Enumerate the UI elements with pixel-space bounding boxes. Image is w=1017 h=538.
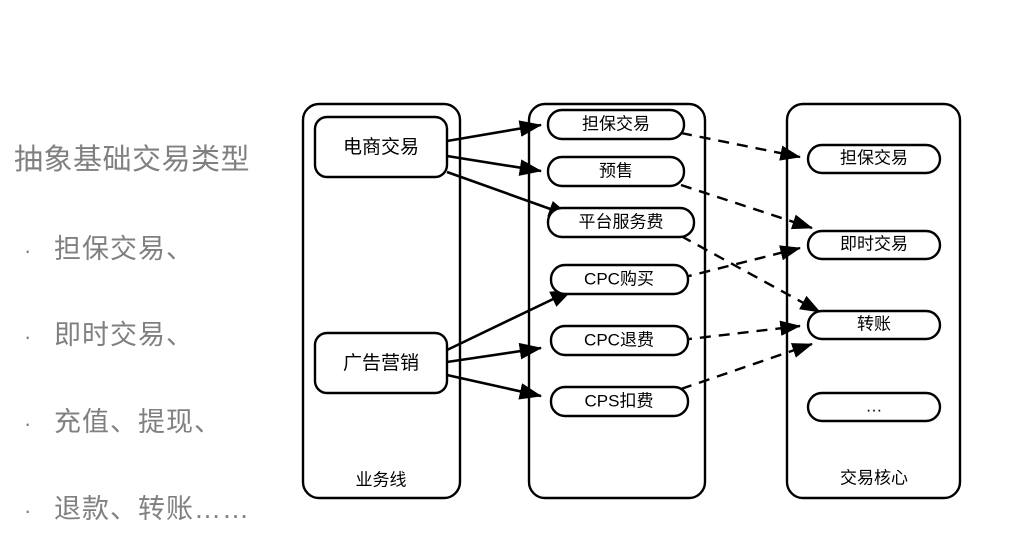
node-r-guarantee-label: 担保交易 bbox=[840, 148, 908, 167]
bullet-icon: · bbox=[24, 238, 32, 263]
node-ad-marketing[interactable]: 广告营销 bbox=[313, 331, 449, 395]
node-m-platform-fee[interactable]: 平台服务费 bbox=[546, 206, 696, 239]
edge-mid-presale-to-core-instant bbox=[680, 183, 813, 230]
left-text-panel: 抽象基础交易类型 · 担保交易、 · 即时交易、 · 充值、提现、 · 退款、转… bbox=[0, 0, 300, 538]
node-m-cps-charge[interactable]: CPS扣费 bbox=[549, 385, 690, 418]
node-m-cpc-buy[interactable]: CPC购买 bbox=[549, 263, 690, 296]
edge-mid-cpc-buy-to-core-instant bbox=[680, 245, 801, 280]
node-r-more-label: … bbox=[866, 396, 883, 415]
page-title: 抽象基础交易类型 bbox=[14, 144, 251, 176]
edge-mid-cpc-refund-to-core-transfer bbox=[680, 320, 801, 342]
node-r-guarantee[interactable]: 担保交易 bbox=[806, 143, 942, 175]
list-item-label: 即时交易、 bbox=[54, 320, 194, 350]
container-business-line bbox=[301, 102, 462, 500]
edge-mid-guarantee-to-core-guarantee bbox=[680, 131, 801, 161]
edge-ad-to-cpc-buy bbox=[446, 288, 573, 352]
node-m-presale[interactable]: 预售 bbox=[546, 155, 686, 188]
bullet-icon: · bbox=[24, 498, 32, 523]
list-item: · 充值、提现、 bbox=[24, 405, 222, 439]
bullet-icon: · bbox=[24, 324, 32, 349]
node-ecommerce[interactable]: 电商交易 bbox=[313, 115, 449, 179]
node-m-cpc-refund-label: CPC退费 bbox=[584, 330, 654, 349]
list-item-label: 担保交易、 bbox=[54, 234, 194, 264]
node-r-more[interactable]: … bbox=[806, 391, 942, 423]
edge-ecommerce-to-presale bbox=[446, 154, 543, 176]
node-m-guarantee-label: 担保交易 bbox=[582, 114, 650, 133]
list-item: · 担保交易、 bbox=[24, 232, 194, 266]
node-m-guarantee[interactable]: 担保交易 bbox=[546, 108, 686, 141]
list-item-label: 退款、转账…… bbox=[54, 494, 250, 524]
container-trade-core-label: 交易核心 bbox=[840, 468, 908, 487]
edge-ecommerce-to-guarantee bbox=[446, 120, 543, 143]
container-business-line-label: 业务线 bbox=[356, 470, 407, 489]
node-r-instant[interactable]: 即时交易 bbox=[806, 229, 942, 261]
bullet-icon: · bbox=[24, 411, 32, 436]
node-ad-marketing-label: 广告营销 bbox=[343, 352, 419, 374]
list-item-label: 充值、提现、 bbox=[54, 407, 222, 437]
edge-mid-platform-fee-to-core-transfer bbox=[680, 234, 821, 314]
node-m-presale-label: 预售 bbox=[599, 161, 633, 180]
node-m-platform-fee-label: 平台服务费 bbox=[579, 212, 664, 231]
node-m-cpc-refund[interactable]: CPC退费 bbox=[549, 324, 690, 357]
list-item: · 即时交易、 bbox=[24, 318, 194, 352]
node-m-cpc-buy-label: CPC购买 bbox=[584, 269, 654, 288]
edge-ecommerce-to-platform-fee bbox=[446, 170, 571, 218]
node-r-transfer-label: 转账 bbox=[857, 314, 891, 333]
edge-ad-to-cps-charge bbox=[446, 373, 543, 400]
node-ecommerce-label: 电商交易 bbox=[343, 136, 419, 158]
node-r-transfer[interactable]: 转账 bbox=[806, 309, 942, 341]
list-item: · 退款、转账…… bbox=[24, 492, 250, 526]
node-r-instant-label: 即时交易 bbox=[840, 234, 908, 253]
edge-mid-cps-charge-to-core-transfer bbox=[680, 342, 813, 391]
edge-ad-to-cpc-refund bbox=[446, 342, 543, 364]
node-m-cps-charge-label: CPS扣费 bbox=[585, 391, 654, 410]
